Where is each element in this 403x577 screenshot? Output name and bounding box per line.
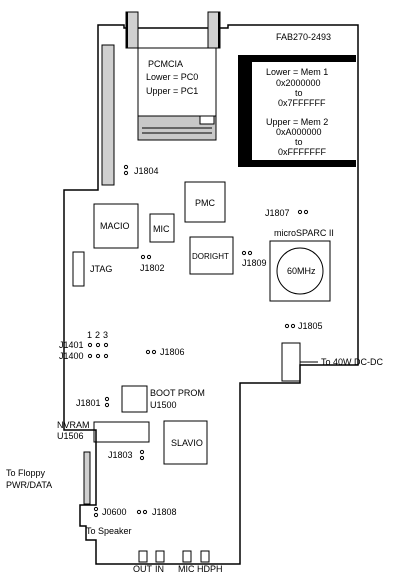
mic-label: MIC — [153, 224, 170, 234]
j1400-label: J1400 — [59, 351, 84, 361]
j1803-pins — [139, 449, 145, 461]
jtag-header — [72, 251, 85, 287]
pin-2-label: 2 — [95, 330, 100, 340]
pin-3-label: 3 — [103, 330, 108, 340]
j1805-pins — [284, 323, 296, 329]
nvram-chip — [93, 421, 150, 443]
nvram-label: NVRAM — [57, 420, 90, 430]
audio-jacks — [138, 550, 210, 563]
pmc-label: PMC — [195, 198, 216, 208]
mem-upper-title: Upper = Mem 2 — [266, 117, 328, 127]
floppy-label-2: PWR/DATA — [6, 480, 52, 490]
pmc-chip — [184, 181, 226, 223]
macio-label: MACIO — [100, 221, 130, 231]
j1807-pins — [297, 209, 309, 215]
bootprom-id: U1500 — [150, 400, 177, 410]
audio-mic-label: MIC — [178, 564, 195, 574]
mem-upper-to: to — [295, 137, 303, 147]
pcmcia-slot — [125, 11, 221, 141]
bootprom-chip — [121, 385, 148, 413]
speaker-label: To Speaker — [86, 526, 132, 536]
j1809-pins — [241, 250, 253, 256]
doright-chip — [189, 236, 234, 275]
pcmcia-lower: Lower = PC0 — [146, 72, 198, 82]
mem-lower-start: 0x2000000 — [276, 78, 321, 88]
dcdc-connector — [281, 342, 301, 382]
j1806-label: J1806 — [160, 347, 185, 357]
audio-hdph-label: HDPH — [197, 564, 223, 574]
j1808-label: J1808 — [152, 507, 177, 517]
pcmcia-title: PCMCIA — [148, 59, 183, 69]
j1804-pins — [123, 164, 129, 176]
pcmcia-upper: Upper = PC1 — [146, 86, 198, 96]
floppy-label-1: To Floppy — [6, 468, 46, 478]
microsparc-die — [276, 247, 324, 295]
j1401-label: J1401 — [59, 340, 84, 350]
memory-sockets — [238, 55, 356, 167]
j1401-j1400-pins — [87, 342, 109, 359]
pin-1-label: 1 — [87, 330, 92, 340]
microsparc-chip — [269, 240, 331, 302]
microsparc-label: microSPARC II — [274, 228, 334, 238]
audio-in-label: IN — [155, 564, 164, 574]
slavio-label: SLAVIO — [171, 438, 203, 448]
j0600-label: J0600 — [102, 507, 127, 517]
jtag-label: JTAG — [90, 264, 112, 274]
mem-lower-end: 0x7FFFFFF — [278, 98, 326, 108]
doright-label: DORIGHT — [192, 252, 229, 261]
j1807-label: J1807 — [265, 208, 290, 218]
j1806-pins — [145, 349, 157, 355]
board-id: FAB270-2493 — [276, 32, 331, 42]
j1809-label: J1809 — [242, 258, 267, 268]
dcdc-label: To 40W DC-DC — [321, 357, 384, 367]
mem-lower-title: Lower = Mem 1 — [266, 67, 328, 77]
mem-lower-to: to — [295, 88, 303, 98]
j1805-label: J1805 — [298, 321, 323, 331]
mem-upper-start: 0xA000000 — [276, 127, 322, 137]
macio-chip — [93, 203, 139, 249]
clock-label: 60MHz — [287, 266, 316, 276]
bootprom-label: BOOT PROM — [150, 388, 205, 398]
slavio-chip — [163, 420, 208, 465]
j1801-label: J1801 — [76, 398, 101, 408]
audio-out-label: OUT — [133, 564, 153, 574]
j1801-pins — [104, 396, 110, 408]
mem-upper-end: 0xFFFFFFF — [278, 147, 326, 157]
mic-chip — [149, 213, 175, 243]
board-outline — [63, 24, 359, 565]
j1802-label: J1802 — [140, 263, 165, 273]
j1802-pins — [140, 254, 152, 260]
j1803-label: J1803 — [108, 450, 133, 460]
floppy-connector — [83, 451, 91, 505]
j0600-pins — [93, 506, 99, 518]
j1804-label: J1804 — [134, 166, 159, 176]
nvram-id: U1506 — [57, 431, 84, 441]
left-connector — [101, 44, 115, 186]
j1808-pins — [136, 509, 148, 515]
